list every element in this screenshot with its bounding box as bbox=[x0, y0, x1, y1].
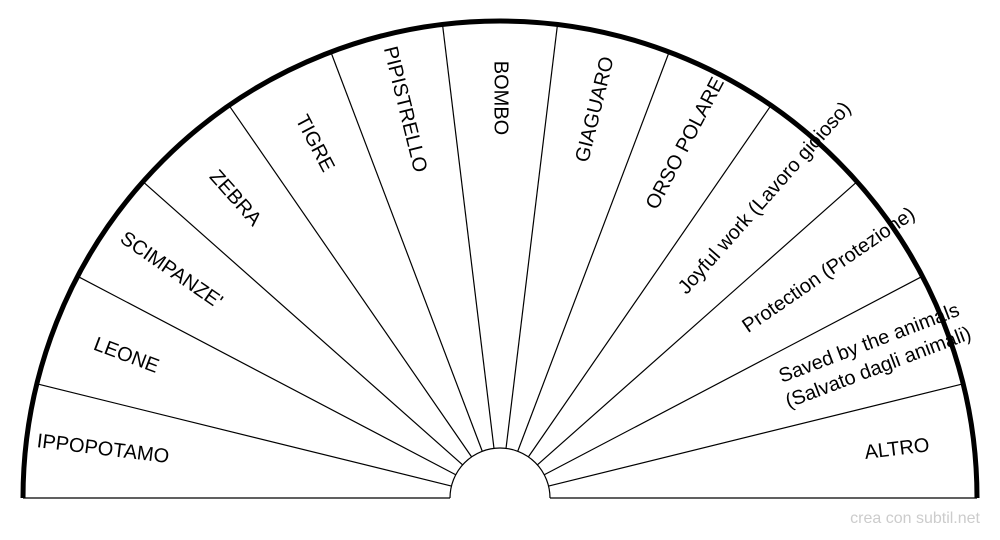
sector-label: ORSO POLARE bbox=[642, 74, 729, 213]
sector-divider bbox=[543, 275, 923, 476]
sector-dividers bbox=[23, 24, 977, 499]
sector-label: TIGRE bbox=[291, 111, 339, 175]
sector-label-text: ZEBRA bbox=[205, 166, 266, 231]
sector-label-text: ALTRO bbox=[863, 434, 930, 464]
sector-label-text: BOMBO bbox=[490, 61, 512, 135]
sector-label-text: IPPOPOTAMO bbox=[36, 430, 171, 468]
sector-divider bbox=[228, 105, 473, 458]
sector-label: Saved by the animals(Salvato dagli anima… bbox=[776, 299, 974, 413]
sector-label: PIPISTRELLO bbox=[379, 44, 431, 174]
sector-divider bbox=[142, 181, 463, 466]
sector-label-text: TIGRE bbox=[291, 111, 339, 175]
credit-text: crea con subtil.net bbox=[850, 510, 980, 527]
sector-divider bbox=[330, 51, 483, 452]
sector-label-text: Protection (Protezione) bbox=[738, 203, 919, 337]
sector-label: BOMBO bbox=[490, 61, 512, 135]
sector-label-text: PIPISTRELLO bbox=[379, 44, 431, 174]
sector-divider bbox=[517, 51, 670, 452]
sector-divider bbox=[441, 24, 495, 449]
sector-label: IPPOPOTAMO bbox=[36, 430, 171, 468]
sector-label-text: GIAGUARO bbox=[571, 54, 618, 164]
sector-label-text: ORSO POLARE bbox=[642, 74, 729, 213]
sector-label: ALTRO bbox=[863, 434, 930, 464]
sector-divider bbox=[527, 105, 772, 458]
sector-label: Protection (Protezione) bbox=[738, 203, 919, 337]
sector-divider bbox=[537, 181, 858, 466]
sector-label: GIAGUARO bbox=[571, 54, 618, 164]
sector-label: LEONE bbox=[91, 333, 162, 378]
sector-divider bbox=[77, 275, 457, 476]
sector-divider bbox=[505, 24, 559, 449]
inner-hub-arc bbox=[449, 447, 551, 499]
outer-arc bbox=[20, 18, 980, 499]
sector-divider bbox=[548, 383, 964, 487]
sector-divider bbox=[36, 383, 452, 487]
sector-label: ZEBRA bbox=[205, 166, 266, 231]
sector-label-text: LEONE bbox=[91, 333, 162, 378]
